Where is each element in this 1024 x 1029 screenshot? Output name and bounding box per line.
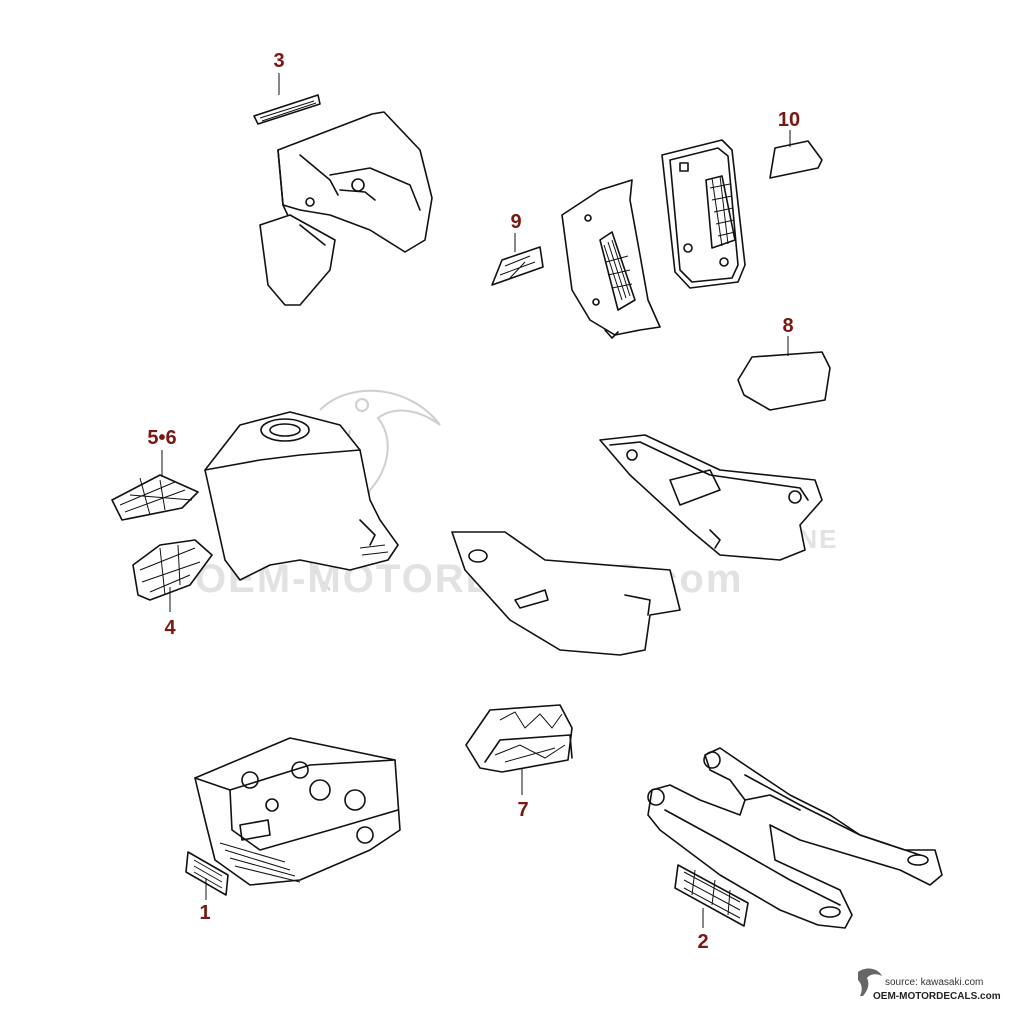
callout-labels: 3 10 9 8 5•6 4 7 1 2 [147,50,800,953]
part-cylinder-head [194,737,401,886]
callout-1: 1 [199,902,210,924]
part-side-cover-grille-left [561,179,661,339]
part-side-cover-grille-right [661,139,746,289]
callout-2: 2 [697,931,708,953]
part-front-fairing [253,94,433,306]
callout-4: 4 [164,617,176,639]
callout-3: 3 [273,50,284,72]
part-side-cover-left [451,531,681,656]
part-emblem-2 [674,864,749,927]
callout-10: 10 [778,109,800,131]
source-footer: source: kawasaki.com OEM-MOTORDECALS.com [858,968,1001,1002]
part-emblem-4 [132,539,213,601]
part-tank-decal [111,474,199,521]
part-decal-9 [491,246,544,286]
callout-5-6: 5•6 [147,427,176,449]
callout-7: 7 [517,799,528,821]
callout-leaders [161,73,791,928]
part-decal-10 [769,140,823,179]
part-decal-8 [737,351,831,411]
part-side-cover-right [599,434,823,561]
callout-8: 8 [782,315,793,337]
part-swing-arm [647,747,943,929]
footer-logo-icon [858,968,882,996]
site-text: OEM-MOTORDECALS.com [873,991,1001,1002]
callout-9: 9 [510,211,521,233]
part-fuel-tank [204,411,399,581]
source-text: source: kawasaki.com [885,977,983,988]
part-emblem-1 [185,851,229,896]
part-decal-7 [465,704,573,773]
